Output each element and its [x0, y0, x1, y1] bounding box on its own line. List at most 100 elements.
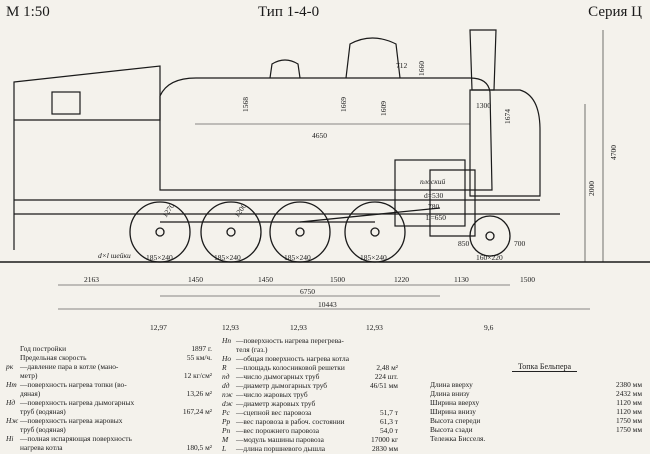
spec-value: 55 км/ч.: [186, 353, 212, 362]
dim-right-1: 4700: [609, 145, 618, 160]
spec-label: —вес порожнего паровоза: [236, 426, 319, 435]
spec-row: dд —диаметр дымогарных труб: [222, 381, 327, 390]
series-label: Серия Ц: [588, 4, 642, 20]
axle-label-3: 185×240: [284, 253, 311, 262]
length-3: 1450: [258, 275, 273, 284]
axle-load-1: 12,97: [150, 323, 167, 332]
spec-row: Pп —вес порожнего паровоза: [222, 426, 319, 435]
axle-load-3: 12,93: [290, 323, 307, 332]
spec-row: nж—число жаровых труб: [222, 390, 308, 399]
spec-label: —поверхность нагрева топки (во-: [20, 380, 127, 389]
chimney: [469, 29, 497, 91]
spec-row: метр): [6, 371, 37, 380]
connecting-rod: [299, 207, 441, 223]
spec-label: —диаметр дымогарных труб: [236, 381, 328, 390]
spec-row: Год постройки: [6, 344, 66, 353]
spec-label: —сцепной вес паровоза: [236, 408, 312, 417]
firebox-title: Топка Бельпера: [512, 362, 578, 372]
spec-label: —модуль машины паровоза: [236, 435, 324, 444]
spec-label: Год постройки: [20, 344, 67, 353]
spec-symbol: dж: [222, 399, 233, 408]
spec-symbol: Hд: [6, 398, 16, 407]
spec-row: нагрева котла: [6, 443, 63, 452]
spec-row: nд—число дымогарных труб: [222, 372, 319, 381]
spec-value: 2,48 м²: [376, 363, 398, 372]
axle-load-4: 12,93: [366, 323, 383, 332]
spec-row: L —длина поршневого дышла: [222, 444, 325, 453]
spec-value: 46/51 мм: [369, 381, 398, 390]
spec-label: —давление пара в котле (мано-: [20, 362, 119, 371]
spec-value: 61,3 т: [379, 417, 398, 426]
spec-row: Hi—полная испаряющая поверхность: [6, 434, 132, 443]
spec-label: —поверхность нагрева перегрева-: [236, 336, 344, 345]
cab-window: [51, 91, 81, 115]
sand-dome: [269, 59, 301, 79]
spec-symbol: Hп: [222, 336, 232, 345]
running-board: [14, 199, 560, 215]
spec-symbol: nд: [222, 372, 230, 381]
spec-label: нагрева котла: [20, 443, 63, 452]
dim-top-7: 1674: [503, 109, 512, 124]
cab: [13, 65, 161, 250]
spec-row: R—площадь колосниковой решетки: [222, 363, 345, 372]
dim-top-1: 712: [396, 61, 408, 70]
spec-symbol: L: [222, 444, 227, 453]
spec-value: 224 шт.: [374, 372, 398, 381]
firebox-label-1: плоский: [420, 177, 445, 186]
smokebox: [469, 89, 541, 197]
spec-row: Pс—сцепной вес паровоза: [222, 408, 311, 417]
spec-row: Hо—общая поверхность нагрева котла: [222, 354, 349, 363]
spec-label: —вес паровоза в рабоч. состоянии: [236, 417, 345, 426]
scale-label: М 1:50: [6, 4, 50, 20]
spec-value: 51,7 т: [379, 408, 398, 417]
firebox-row-value: 1750 мм: [616, 425, 642, 434]
spec-symbol: R: [222, 363, 227, 372]
spec-symbol: dд: [222, 381, 230, 390]
spec-label: —длина поршневого дышла: [236, 444, 326, 453]
spec-value: 12 кг/см²: [183, 371, 212, 380]
spec-row: Hд —поверхность нагрева дымогарных: [6, 398, 134, 407]
firebox-label-3: 780: [428, 202, 440, 211]
wheel-label-3: 850: [458, 239, 470, 248]
firebox-row-label: Высота спереди: [430, 416, 481, 425]
axle-load-2: 12,93: [222, 323, 239, 332]
spec-row: теля (газ.): [222, 345, 267, 354]
spec-symbol: pк: [6, 362, 14, 371]
spec-row: труб (водяная): [6, 407, 66, 416]
firebox-label-4: L=650: [426, 213, 446, 222]
firebox-row-label: Длина вверху: [430, 380, 473, 389]
locomotive-drawing: 712 1660 1568 1669 1609 1300 1674 4650 4…: [0, 29, 650, 332]
axle-label-5: 160×220: [476, 253, 503, 262]
spec-label: —диаметр жаровых труб: [236, 399, 316, 408]
firebox-box: [394, 159, 466, 227]
spec-row: Предельная скорость: [6, 353, 86, 362]
length-6: 1130: [454, 275, 469, 284]
wheel-label-1: 1270: [160, 201, 176, 219]
firebox-row-label: Тележка Бисселя.: [430, 434, 486, 443]
dim-top-2: 1660: [417, 61, 426, 76]
spec-value: 167,24 м²: [182, 407, 212, 416]
dim-top-3: 1568: [241, 97, 250, 112]
spec-symbol: Hт: [6, 380, 17, 389]
length-4: 1500: [330, 275, 345, 284]
spec-label: —поверхность нагрева дымогарных: [20, 398, 135, 407]
leading-wheel: [469, 215, 511, 257]
wheel-arrangement-label: Тип 1-4-0: [258, 4, 320, 20]
firebox-row-value: 2380 мм: [616, 380, 642, 389]
axle-load-5: 9,6: [484, 323, 494, 332]
spec-symbol: nж: [222, 390, 233, 399]
dim-top-8: 4650: [312, 131, 327, 140]
spec-symbol: Pп: [222, 426, 231, 435]
firebox-row-label: Высота сзади: [430, 425, 473, 434]
firebox-row-label: Ширина вверху: [430, 398, 480, 407]
steam-dome: [345, 37, 401, 79]
spec-value: 13,26 м²: [186, 389, 212, 398]
wheel-label-2: 1200: [232, 201, 248, 219]
spec-value: 54,0 т: [379, 426, 398, 435]
spec-value: 2830 мм: [372, 444, 398, 453]
spec-label: —общая поверхность нагрева котла: [236, 354, 349, 363]
firebox-row-value: 1120 мм: [616, 398, 642, 407]
length-5: 1220: [394, 275, 409, 284]
spec-row: дяная): [6, 389, 40, 398]
axle-label-0: d×l шейки: [98, 251, 131, 260]
